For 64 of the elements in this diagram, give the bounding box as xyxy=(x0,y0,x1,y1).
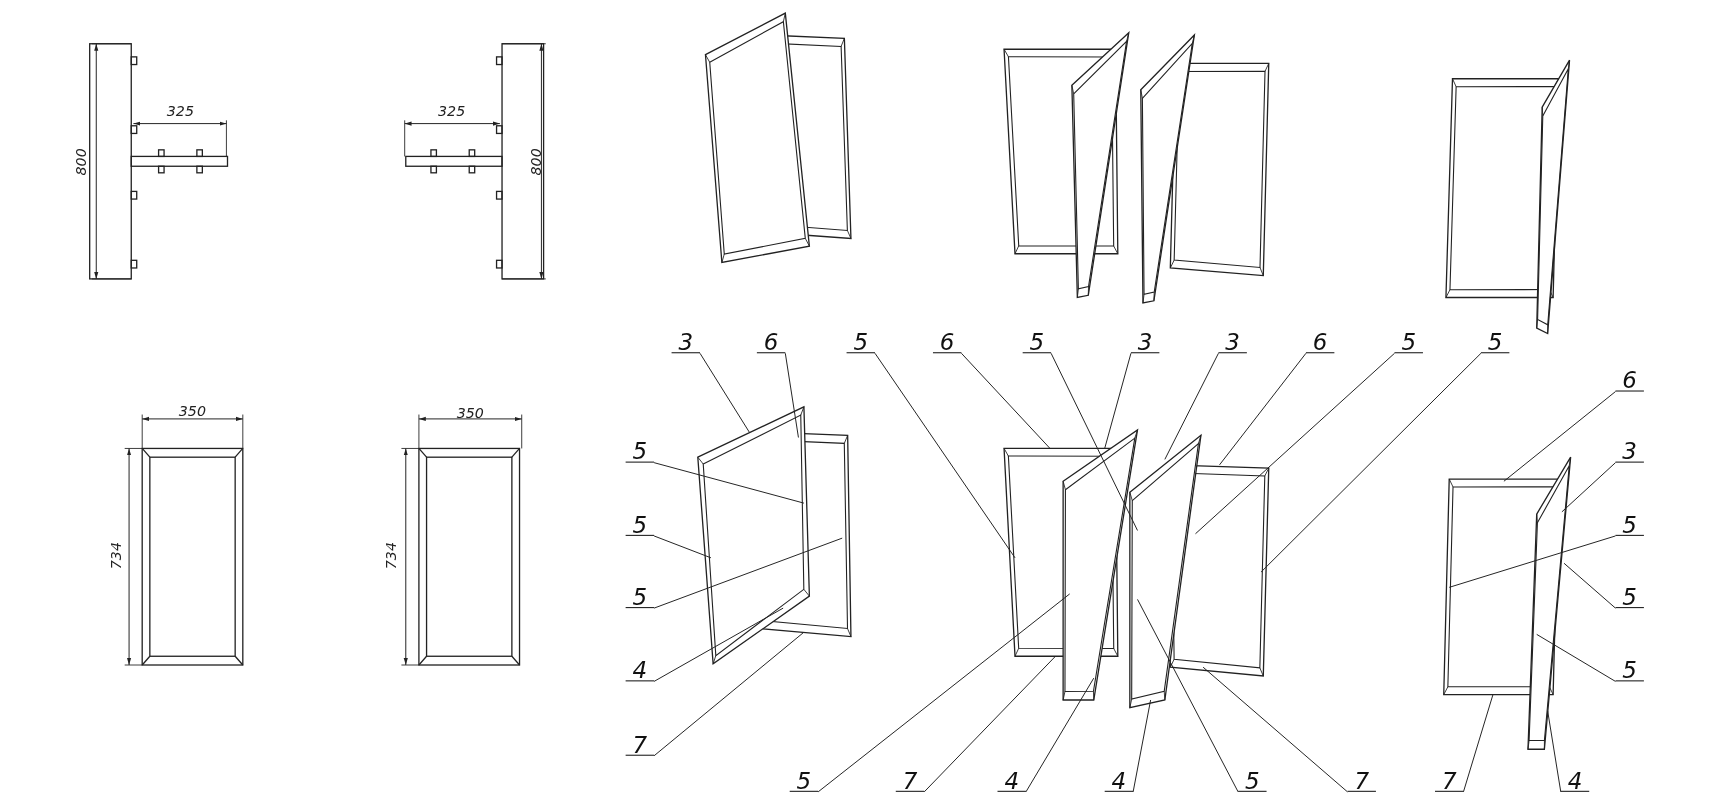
dimension-label: 800 xyxy=(528,148,544,176)
callout-number: 5 xyxy=(1480,329,1510,354)
callout-number: 7 xyxy=(1435,767,1464,792)
callout-number: 5 xyxy=(625,584,655,609)
leader-line xyxy=(1202,666,1348,793)
leader-line xyxy=(1260,352,1482,573)
leader-line xyxy=(874,352,1016,559)
callout-number: 4 xyxy=(997,767,1026,792)
leader-line xyxy=(653,631,805,757)
leader-line xyxy=(1536,633,1616,682)
leader-line xyxy=(784,352,799,438)
callout-number: 5 xyxy=(1022,329,1052,354)
callout-number: 5 xyxy=(1615,511,1644,536)
leader-line xyxy=(1561,462,1616,513)
leader-line xyxy=(1025,677,1095,793)
leader-line xyxy=(699,352,750,433)
callout-number: 5 xyxy=(846,329,875,354)
leader-line xyxy=(1104,352,1132,449)
leader-line xyxy=(653,462,805,504)
dimension-label: 734 xyxy=(383,542,400,570)
callout-number: 5 xyxy=(1394,329,1423,354)
callout-number: 7 xyxy=(625,731,655,756)
leader-line xyxy=(923,655,1056,793)
callout-number: 4 xyxy=(1560,767,1590,792)
leader-line xyxy=(960,352,1051,449)
leader-line xyxy=(1503,391,1616,482)
leader-line xyxy=(1547,710,1562,793)
callout-number: 3 xyxy=(671,329,700,354)
callout-number: 3 xyxy=(1615,438,1644,463)
dimension-label: 800 xyxy=(73,148,89,176)
dimension-label: 734 xyxy=(108,542,124,570)
callout-number: 6 xyxy=(1305,329,1335,354)
callout-number: 5 xyxy=(625,438,655,463)
callout-number: 7 xyxy=(1347,767,1376,792)
callout-number: 6 xyxy=(756,329,786,354)
callout-number: 6 xyxy=(932,329,962,354)
leader-line xyxy=(1137,598,1239,793)
callout-number: 6 xyxy=(1615,367,1644,392)
dimension-label: 350 xyxy=(456,405,484,422)
leader-line xyxy=(1164,352,1219,460)
callout-number: 3 xyxy=(1218,329,1247,354)
callout-number: 5 xyxy=(1238,767,1267,792)
leader-line xyxy=(817,593,1071,793)
callout-number: 4 xyxy=(625,657,655,682)
dimension-label: 325 xyxy=(438,103,466,120)
callout-number: 4 xyxy=(1104,767,1134,792)
leader-line xyxy=(1050,352,1138,531)
leader-line xyxy=(653,535,712,559)
callout-number: 5 xyxy=(789,767,819,792)
leader-line xyxy=(653,537,843,609)
dimension-label: 350 xyxy=(178,403,206,419)
leader-line xyxy=(1448,535,1616,588)
leader-line xyxy=(1462,694,1494,793)
callout-number: 3 xyxy=(1130,329,1160,354)
leader-line xyxy=(1132,699,1152,793)
callout-number: 5 xyxy=(1615,584,1644,609)
callout-number: 5 xyxy=(625,511,655,536)
callout-number: 7 xyxy=(895,767,925,792)
leader-line xyxy=(653,607,784,682)
leader-line xyxy=(1195,352,1395,535)
dimension-label: 325 xyxy=(166,103,194,120)
leader-line xyxy=(1563,562,1616,609)
leader-line xyxy=(1219,352,1307,466)
callout-number: 5 xyxy=(1615,657,1644,682)
